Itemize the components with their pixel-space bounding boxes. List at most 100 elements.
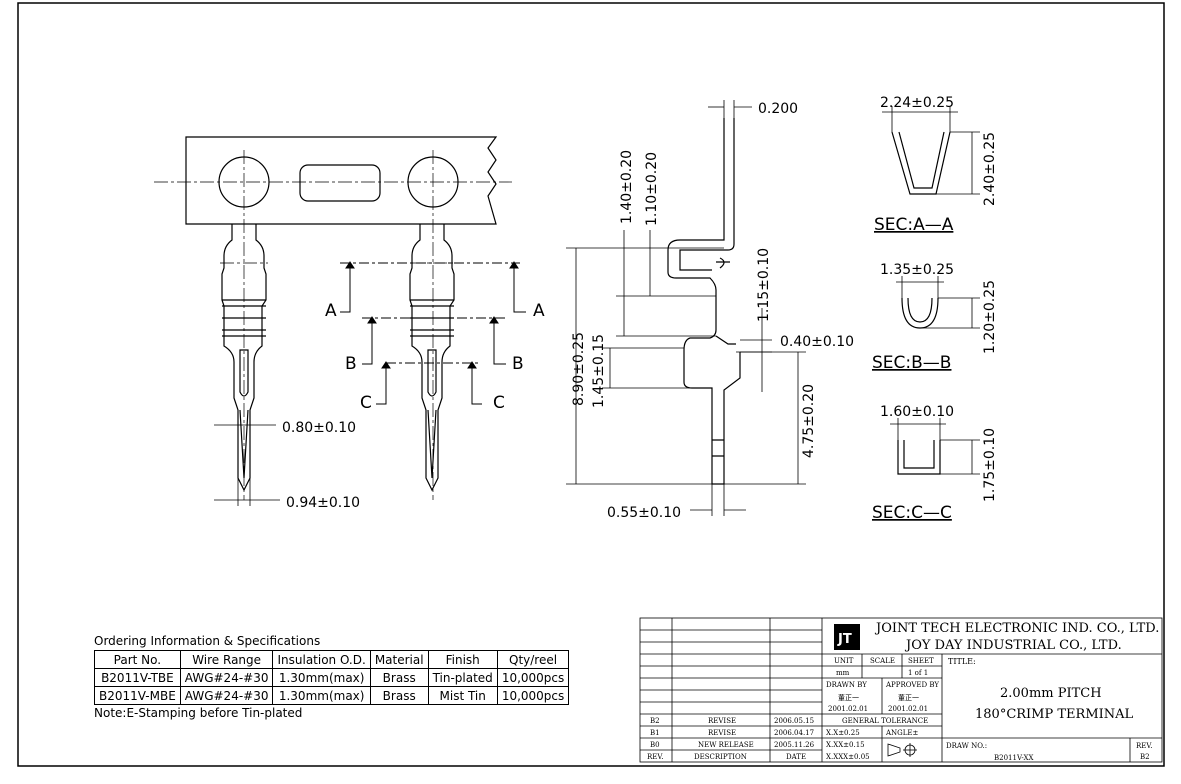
- tolerance-1: X.X±0.25: [826, 729, 860, 737]
- cell: B2011V-MBE: [94, 686, 181, 705]
- ordering-table: Part No. Wire Range Insulation O.D. Mate…: [94, 650, 570, 705]
- col-insulation: Insulation O.D.: [272, 650, 371, 669]
- rev-row-1: B2: [650, 717, 660, 725]
- sheet-value: 1 of 1: [908, 669, 928, 677]
- section-b-right: B: [512, 354, 524, 374]
- section-views: [891, 131, 951, 475]
- title-line-2: 180°CRIMP TERMINAL: [975, 707, 1134, 722]
- projection-symbol-icon: [887, 743, 917, 757]
- rev-row-3-desc: NEW RELEASE: [698, 741, 754, 749]
- rev-label: REV.: [1136, 742, 1152, 750]
- scale-label: SCALE: [870, 657, 895, 665]
- dim-sec-c-height: 1.75±0.10: [982, 428, 998, 502]
- dim-sec-a-height: 2.40±0.25: [982, 132, 998, 206]
- sec-b-label: SEC:B—B: [872, 353, 951, 373]
- cell: 1.30mm(max): [272, 686, 371, 705]
- dim-0-55: 0.55±0.10: [607, 505, 681, 521]
- unit-value: mm: [836, 669, 850, 677]
- col-qty: Qty/reel: [496, 650, 570, 669]
- company-logo: [834, 624, 860, 650]
- side-dim-lines: [566, 100, 806, 516]
- section-c-left: C: [360, 393, 372, 413]
- approved-date: 2001.02.01: [888, 705, 928, 713]
- section-a-left: A: [325, 301, 337, 321]
- dim-sec-c-width: 1.60±0.10: [880, 404, 954, 420]
- dim-0-40: 0.40±0.10: [780, 334, 854, 350]
- dim-0-80: 0.80±0.10: [282, 420, 356, 436]
- table-row: B2011V-TBE AWG#24-#30 1.30mm(max) Brass …: [94, 668, 570, 687]
- general-tolerance: GENERAL TOLERANCE: [842, 717, 928, 725]
- table-header-row: Part No. Wire Range Insulation O.D. Mate…: [94, 650, 570, 669]
- drawn-by-name: 董正一: [838, 693, 859, 702]
- rev-header-desc: DESCRIPTION: [694, 753, 747, 761]
- cell: Brass: [369, 686, 429, 705]
- section-b-left: B: [345, 354, 357, 374]
- dim-4-75: 4.75±0.20: [801, 384, 817, 458]
- col-wire-range: Wire Range: [179, 650, 274, 669]
- cell: B2011V-TBE: [94, 668, 181, 687]
- dim-sec-b-width: 1.35±0.25: [880, 262, 954, 278]
- section-a-right: A: [533, 301, 545, 321]
- rev-row-3-date: 2005.11.26: [774, 741, 815, 749]
- unit-label: UNIT: [834, 657, 854, 665]
- sheet-label: SHEET: [908, 657, 934, 665]
- cell: AWG#24-#30: [179, 686, 274, 705]
- draw-no-label: DRAW NO.:: [946, 742, 987, 750]
- cell: 10,000pcs: [496, 668, 570, 687]
- approved-by-label: APPROVED BY: [885, 681, 939, 689]
- rev-row-2: B1: [650, 729, 660, 737]
- drawn-by-label: DRAWN BY: [826, 681, 867, 689]
- title-label: TITLE:: [948, 657, 976, 666]
- col-material: Material: [369, 650, 429, 669]
- terminal-front-view: [185, 136, 498, 492]
- angle-tolerance: ANGLE±: [885, 729, 919, 737]
- draw-no-value: B2011V-XX: [994, 754, 1033, 762]
- sec-a-label: SEC:A—A: [874, 215, 954, 235]
- col-finish: Finish: [427, 650, 498, 669]
- title-block: [639, 617, 1163, 763]
- cell: Tin-plated: [427, 668, 498, 687]
- dim-1-40: 1.40±0.20: [619, 150, 635, 224]
- centerlines: [154, 150, 512, 500]
- title-line-1: 2.00mm PITCH: [1000, 686, 1102, 701]
- table-row: B2011V-MBE AWG#24-#30 1.30mm(max) Brass …: [94, 686, 570, 705]
- cell: AWG#24-#30: [179, 668, 274, 687]
- rev-row-2-desc: REVISE: [708, 729, 736, 737]
- rev-value: B2: [1140, 753, 1150, 761]
- tolerance-2: X.XX±0.15: [826, 741, 865, 749]
- rev-row-2-date: 2006.04.17: [774, 729, 814, 737]
- rev-header-rev: REV.: [647, 753, 663, 761]
- company-name-2: JOY DAY INDUSTRIAL CO., LTD.: [904, 638, 1122, 653]
- company-name-1: JOINT TECH ELECTRONIC IND. CO., LTD.: [874, 621, 1159, 636]
- drawing-border: [17, 2, 1165, 767]
- col-part-no: Part No.: [94, 650, 181, 669]
- dim-thickness: 0.200: [758, 101, 798, 117]
- tolerance-3: X.XXX±0.05: [826, 753, 870, 761]
- section-c-right: C: [493, 393, 505, 413]
- dim-sec-a-width: 2.24±0.25: [880, 95, 954, 111]
- cell: Brass: [369, 668, 429, 687]
- rev-header-date: DATE: [786, 753, 806, 761]
- cell: 10,000pcs: [496, 686, 570, 705]
- company-logo-text: JT: [837, 632, 852, 647]
- dim-1-45: 1.45±0.15: [591, 334, 607, 408]
- section-dim-lines: [882, 106, 980, 475]
- cell: 1.30mm(max): [272, 668, 371, 687]
- dim-1-15: 1.15±0.10: [756, 248, 772, 322]
- dim-8-90: 8.90±0.25: [571, 332, 587, 406]
- dim-0-94: 0.94±0.10: [286, 495, 360, 511]
- drawn-date: 2001.02.01: [828, 705, 868, 713]
- rev-row-1-desc: REVISE: [708, 717, 736, 725]
- dim-1-10: 1.10±0.20: [644, 152, 660, 226]
- rev-row-1-date: 2006.05.15: [774, 717, 814, 725]
- ordering-info: Ordering Information & Specifications Pa…: [94, 634, 570, 720]
- rev-row-3: B0: [650, 741, 660, 749]
- dim-sec-b-height: 1.20±0.25: [982, 280, 998, 354]
- cell: Mist Tin: [427, 686, 498, 705]
- ordering-note: Note:E-Stamping before Tin-plated: [94, 706, 303, 720]
- terminal-side-view: [667, 118, 741, 485]
- section-cut-lines: [340, 261, 526, 405]
- approved-by-name: 董正一: [898, 693, 919, 702]
- sec-c-label: SEC:C—C: [872, 503, 952, 523]
